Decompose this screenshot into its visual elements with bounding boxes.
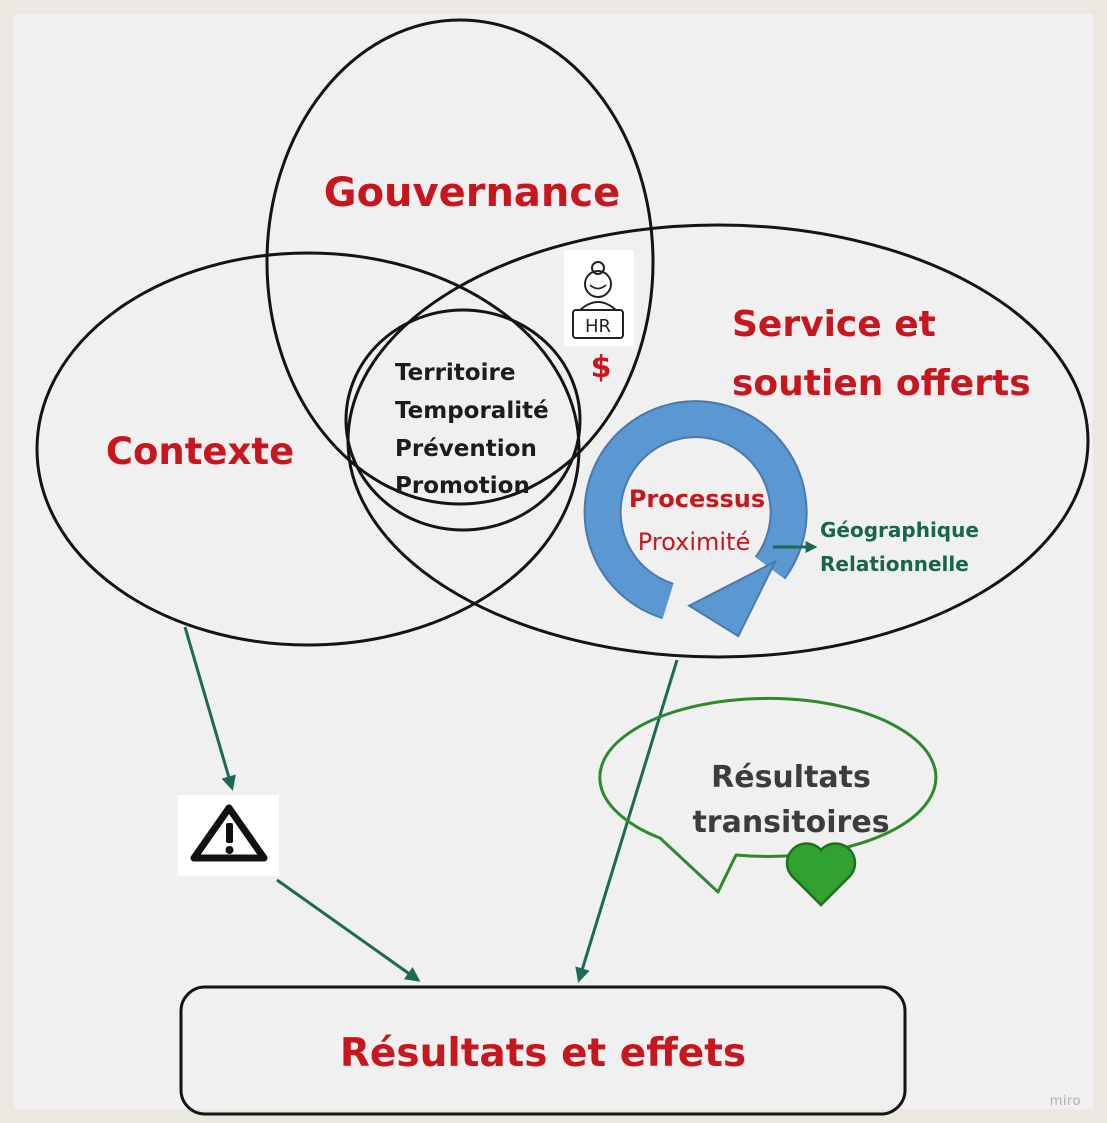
service-title-line2: soutien offerts <box>732 363 1031 404</box>
warning-to-outcome-arrow <box>276 878 421 982</box>
outcome-label: Résultats et effets <box>340 1031 746 1076</box>
core-item-prevention: Prévention <box>395 436 537 462</box>
cycle-arrow-icon <box>583 400 808 638</box>
process-title: Processus <box>629 485 765 513</box>
core-item-territoire: Territoire <box>395 360 515 386</box>
context-to-warning-arrow <box>183 626 236 791</box>
governance-title: Gouvernance <box>324 170 621 216</box>
outcome-box <box>179 985 907 1116</box>
core-items: Territoire Temporalité Prévention Promot… <box>395 360 549 499</box>
hr-person-icon: HR <box>564 250 634 346</box>
dimension-relationnelle: Relationnelle <box>820 552 969 576</box>
transitory-line2: transitoires <box>692 805 889 840</box>
heart-icon <box>785 842 857 907</box>
process-subtitle: Proximité <box>638 528 750 556</box>
context-circle <box>35 251 581 647</box>
core-item-promotion: Promotion <box>395 473 530 499</box>
core-item-temporalite: Temporalité <box>395 398 549 424</box>
core-circle <box>344 308 582 532</box>
dimension-geographique: Géographique <box>820 518 979 542</box>
governance-circle <box>265 18 655 506</box>
warning-icon <box>178 795 279 876</box>
hr-label: HR <box>585 316 611 337</box>
transitory-line1: Résultats <box>711 760 871 795</box>
context-title: Contexte <box>106 430 294 473</box>
money-label: $ <box>591 350 612 385</box>
transitory-results-bubble <box>598 696 938 894</box>
miro-watermark: miro <box>1049 1094 1081 1109</box>
service-title-line1: Service et <box>732 304 936 345</box>
